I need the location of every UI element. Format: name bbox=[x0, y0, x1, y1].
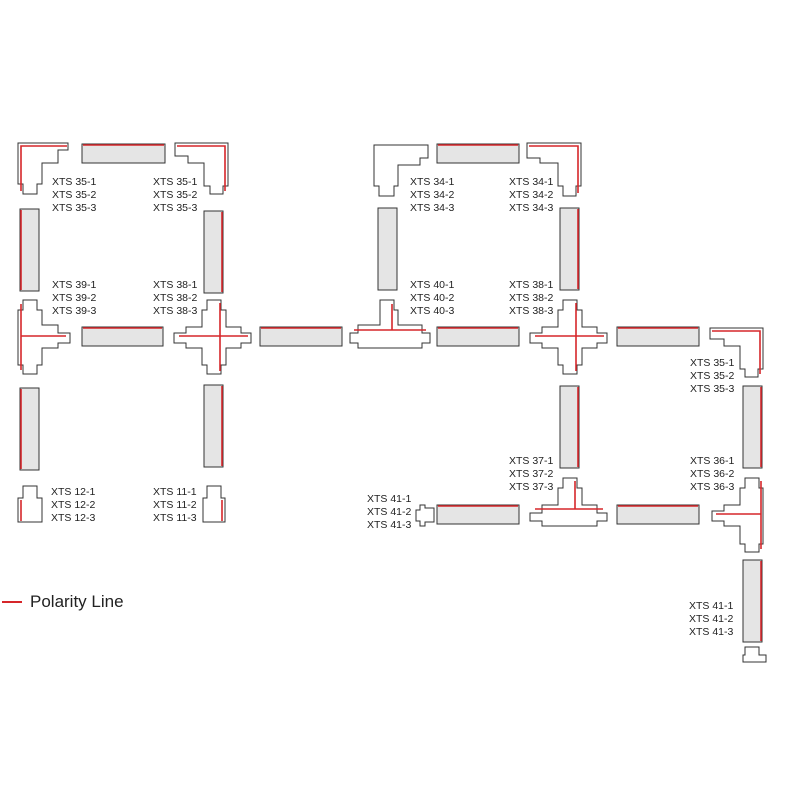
rail-h-4 bbox=[436, 143, 520, 164]
t-connector-1 bbox=[17, 299, 71, 375]
polarity-line-swatch bbox=[2, 601, 22, 603]
x-connector-1 bbox=[173, 299, 252, 375]
rail-v-5 bbox=[377, 207, 398, 291]
rail-h-8 bbox=[616, 504, 700, 525]
rail-h-2 bbox=[81, 326, 164, 347]
l-connector-2 bbox=[174, 142, 229, 195]
end-cap-3 bbox=[415, 504, 435, 527]
rail-v-3 bbox=[19, 387, 40, 471]
rail-h-6 bbox=[616, 326, 700, 347]
l-connector-1 bbox=[17, 142, 69, 195]
t-connector-4 bbox=[711, 477, 764, 553]
l-connector-4 bbox=[526, 142, 582, 197]
end-cap-2 bbox=[202, 485, 226, 523]
rail-v-8 bbox=[742, 385, 763, 469]
rail-v-2 bbox=[203, 210, 224, 294]
end-cap-4 bbox=[742, 646, 767, 663]
l-connector-5 bbox=[709, 327, 764, 378]
legend: Polarity Line bbox=[2, 590, 124, 614]
end-cap-1 bbox=[17, 485, 43, 523]
rail-v-4 bbox=[203, 384, 224, 468]
rail-h-7 bbox=[436, 504, 520, 525]
rail-v-7 bbox=[559, 385, 580, 469]
rail-v-9 bbox=[742, 559, 763, 643]
rail-v-1 bbox=[19, 208, 40, 292]
t-connector-2 bbox=[349, 299, 431, 349]
rail-h-3 bbox=[259, 326, 343, 347]
legend-label: Polarity Line bbox=[30, 592, 124, 611]
rail-h-5 bbox=[436, 326, 520, 347]
rail-h-1 bbox=[81, 143, 166, 164]
l-connector-3 bbox=[373, 144, 429, 197]
t-connector-3 bbox=[529, 477, 608, 527]
rail-v-6 bbox=[559, 207, 580, 291]
x-connector-2 bbox=[529, 299, 608, 375]
